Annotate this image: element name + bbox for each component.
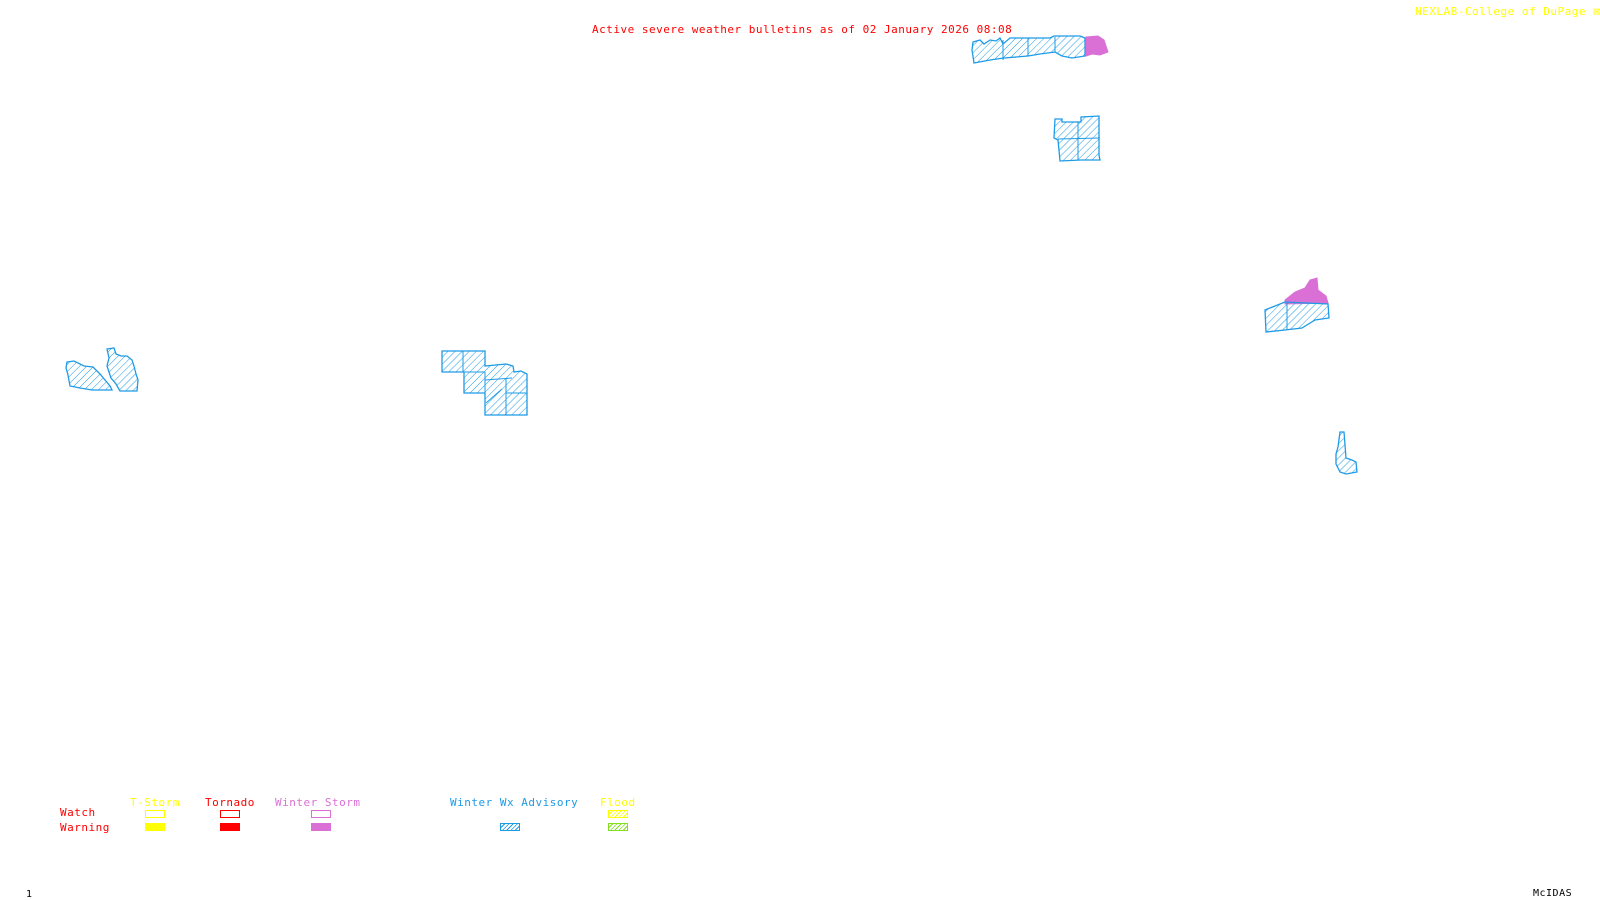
legend-col-winter-wx-advisory: Winter Wx Advisory bbox=[450, 796, 579, 809]
frame-number: 1 bbox=[26, 889, 33, 900]
tstorm-warning-swatch bbox=[145, 823, 165, 831]
county-border bbox=[1057, 137, 1101, 140]
tornado-warning-swatch bbox=[220, 823, 240, 831]
area-upper-midwest-counties bbox=[1053, 115, 1101, 162]
bulletin-title: Active severe weather bulletins as of 02… bbox=[592, 23, 1013, 36]
winter-storm-warning-area bbox=[1284, 277, 1329, 305]
area-west-coast-mountains bbox=[65, 347, 139, 392]
logo-icon: ⊠ bbox=[1593, 5, 1600, 18]
legend-col-tstorm: T-Storm bbox=[130, 796, 180, 809]
flood-warning-swatch bbox=[608, 823, 628, 831]
advisory-area bbox=[1335, 431, 1358, 475]
software-label: McIDAS bbox=[1533, 888, 1573, 899]
area-east-small bbox=[1335, 431, 1358, 475]
tornado-watch-swatch bbox=[220, 810, 240, 818]
winter-storm-watch-swatch bbox=[311, 810, 331, 818]
winter-storm-warning-swatch bbox=[311, 823, 331, 831]
advisory-area bbox=[65, 360, 114, 391]
tstorm-watch-swatch bbox=[145, 810, 165, 818]
flood-watch-swatch bbox=[608, 810, 628, 818]
county-border bbox=[485, 388, 503, 404]
area-northeast-counties bbox=[1264, 277, 1330, 333]
credit-text: NEXLAB-College of DuPage bbox=[1415, 5, 1586, 18]
county-border bbox=[484, 377, 513, 381]
winter-storm-warning-area bbox=[1085, 35, 1109, 57]
credit-label: NEXLAB-College of DuPage ⊠ bbox=[1415, 5, 1600, 18]
legend-col-flood: Flood bbox=[600, 796, 636, 809]
advisory-area bbox=[106, 347, 139, 392]
legend-col-winter-storm: Winter Storm bbox=[275, 796, 361, 809]
area-northern-border-strip bbox=[971, 35, 1109, 64]
legend-row-warning: Warning bbox=[60, 821, 110, 834]
advisory-area bbox=[1264, 301, 1330, 333]
area-rockies-counties bbox=[441, 350, 528, 416]
legend-row-watch: Watch bbox=[60, 806, 96, 819]
winter-wx-advisory-swatch bbox=[500, 823, 520, 831]
legend-col-tornado: Tornado bbox=[205, 796, 255, 809]
